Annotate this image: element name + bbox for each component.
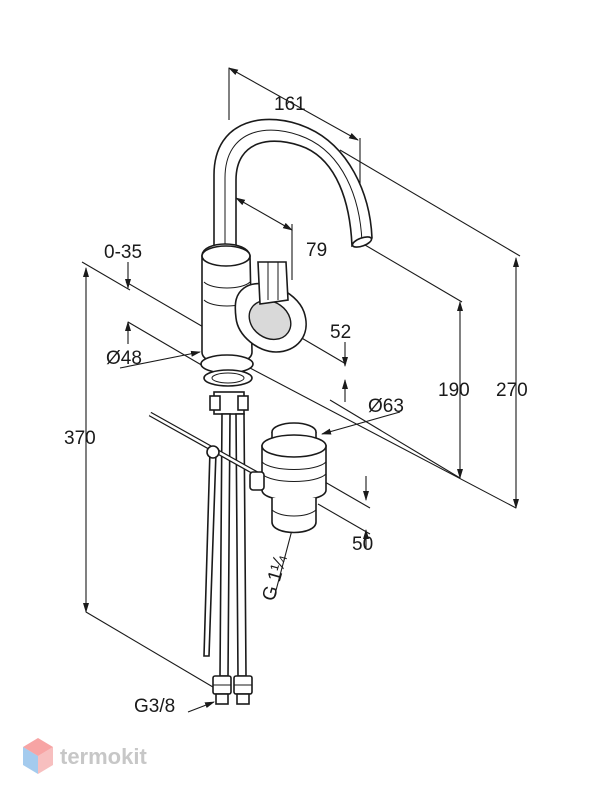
brand-logo-icon	[23, 738, 53, 774]
dim-waste-thread: G 1¼	[259, 552, 292, 604]
mounting-assembly	[148, 369, 270, 705]
dimension-labels: 161 79 0-35 Ø48 52 Ø63 190 270 370 50 G …	[64, 94, 528, 717]
faucet-lever	[234, 261, 307, 353]
dim-hole-diameter: Ø48	[106, 348, 142, 369]
waste-valve	[249, 422, 327, 534]
dimension-lines	[81, 67, 521, 713]
dim-waste-depth: 50	[352, 534, 373, 555]
dim-adjust-range: 0-35	[104, 242, 142, 263]
brand-name: termokit	[60, 744, 147, 769]
dim-spout-reach: 161	[274, 94, 306, 115]
dim-hose-length: 370	[64, 428, 96, 449]
dim-total-height: 270	[496, 380, 528, 401]
dim-base-diameter: Ø63	[368, 396, 404, 417]
dim-lever-offset: 79	[306, 240, 327, 261]
dim-lever-height: 52	[330, 322, 351, 343]
dim-spout-height: 190	[438, 380, 470, 401]
dim-hose-thread: G3/8	[134, 696, 175, 717]
brand-watermark: termokit	[23, 738, 147, 774]
faucet-spout	[213, 118, 373, 251]
